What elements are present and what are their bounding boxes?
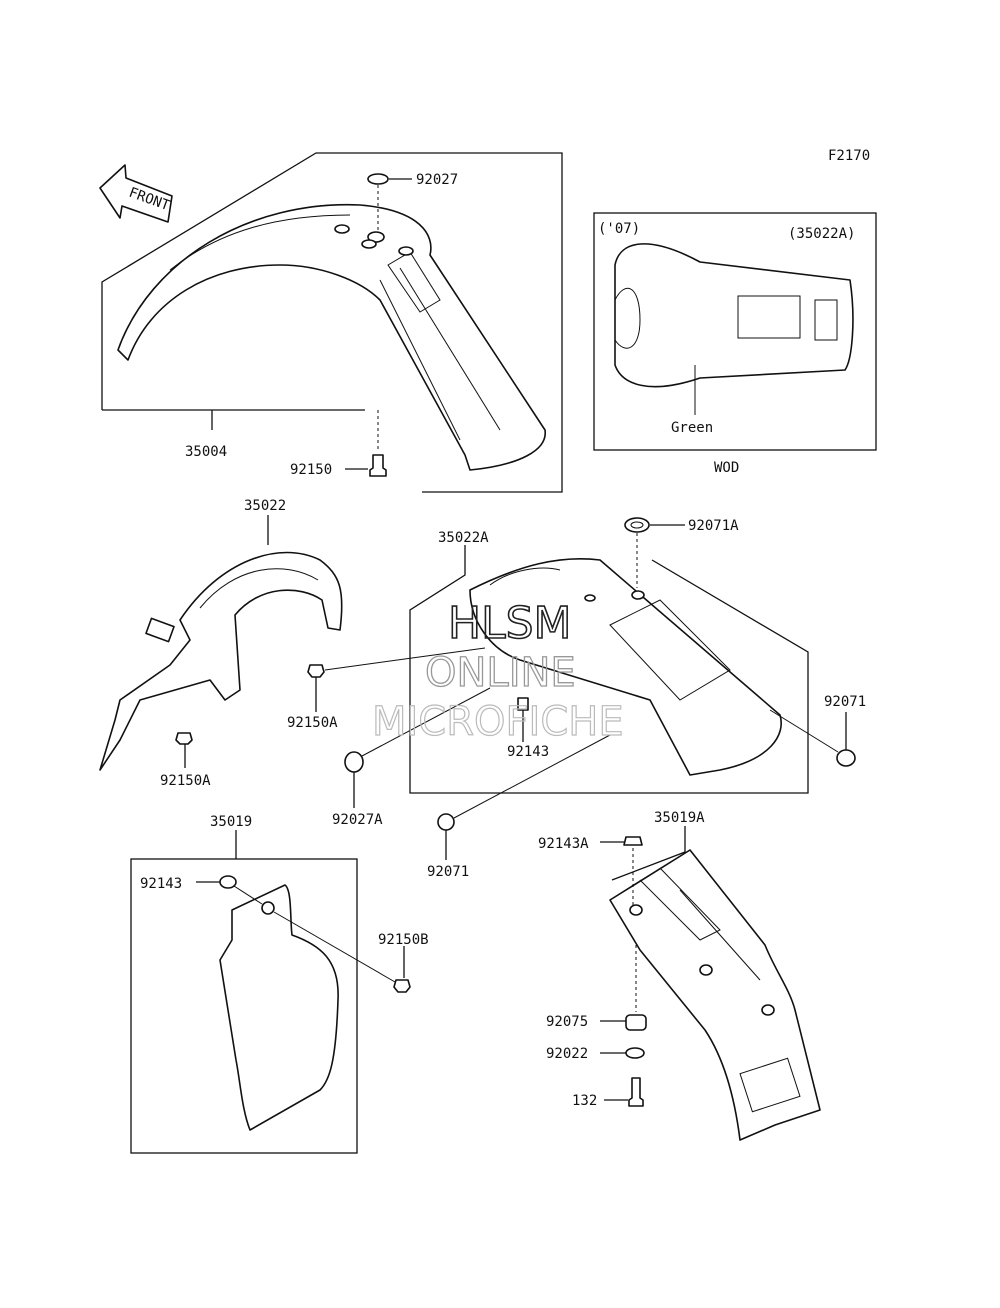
label-92150A-lower: 92150A [160, 773, 211, 789]
front-arrow-icon: FRONT [99, 164, 173, 223]
watermark-line-1: HLSM [448, 598, 572, 649]
label-92075: 92075 [546, 1014, 588, 1030]
variant-part-ref: (35022A) [788, 226, 855, 242]
front-fender-35004 [117, 203, 546, 471]
variant-box [593, 212, 877, 451]
label-132: 132 [572, 1093, 597, 1109]
variant-market: WOD [714, 460, 739, 476]
label-92150A-upper: 92150A [287, 715, 338, 731]
label-92022: 92022 [546, 1046, 588, 1062]
rear-bracket-group [600, 826, 821, 1141]
label-92071-right: 92071 [824, 694, 866, 710]
washer-92027 [367, 173, 389, 185]
label-92143-center: 92143 [507, 744, 549, 760]
label-92027: 92027 [416, 172, 458, 188]
label-92027A: 92027A [332, 812, 383, 828]
label-92071A: 92071A [688, 518, 739, 534]
figure-code: F2170 [828, 148, 870, 164]
label-92150: 92150 [290, 462, 332, 478]
variant-year: ('07) [598, 221, 640, 237]
label-35019A: 35019A [654, 810, 705, 826]
label-35004: 35004 [185, 444, 227, 460]
label-92150B: 92150B [378, 932, 429, 948]
mudflap-group [130, 830, 411, 1154]
watermark-line-3: MICROFICHE [372, 699, 624, 745]
grommet-92071A [624, 517, 650, 533]
label-92143-left: 92143 [140, 876, 182, 892]
variant-color: Green [671, 420, 713, 436]
rear-fender-group [307, 517, 856, 860]
label-92071-lower: 92071 [427, 864, 469, 880]
watermark: HLSM ONLINE MICROFICHE [371, 597, 624, 745]
label-35019: 35019 [210, 814, 252, 830]
label-35022: 35022 [244, 498, 286, 514]
label-35022A: 35022A [438, 530, 489, 546]
label-92143A: 92143A [538, 836, 589, 852]
front-fender-group [101, 152, 563, 493]
bolt-92150 [369, 454, 387, 477]
watermark-line-2: ONLINE [425, 650, 576, 696]
inner-fender-35022 [99, 515, 343, 771]
